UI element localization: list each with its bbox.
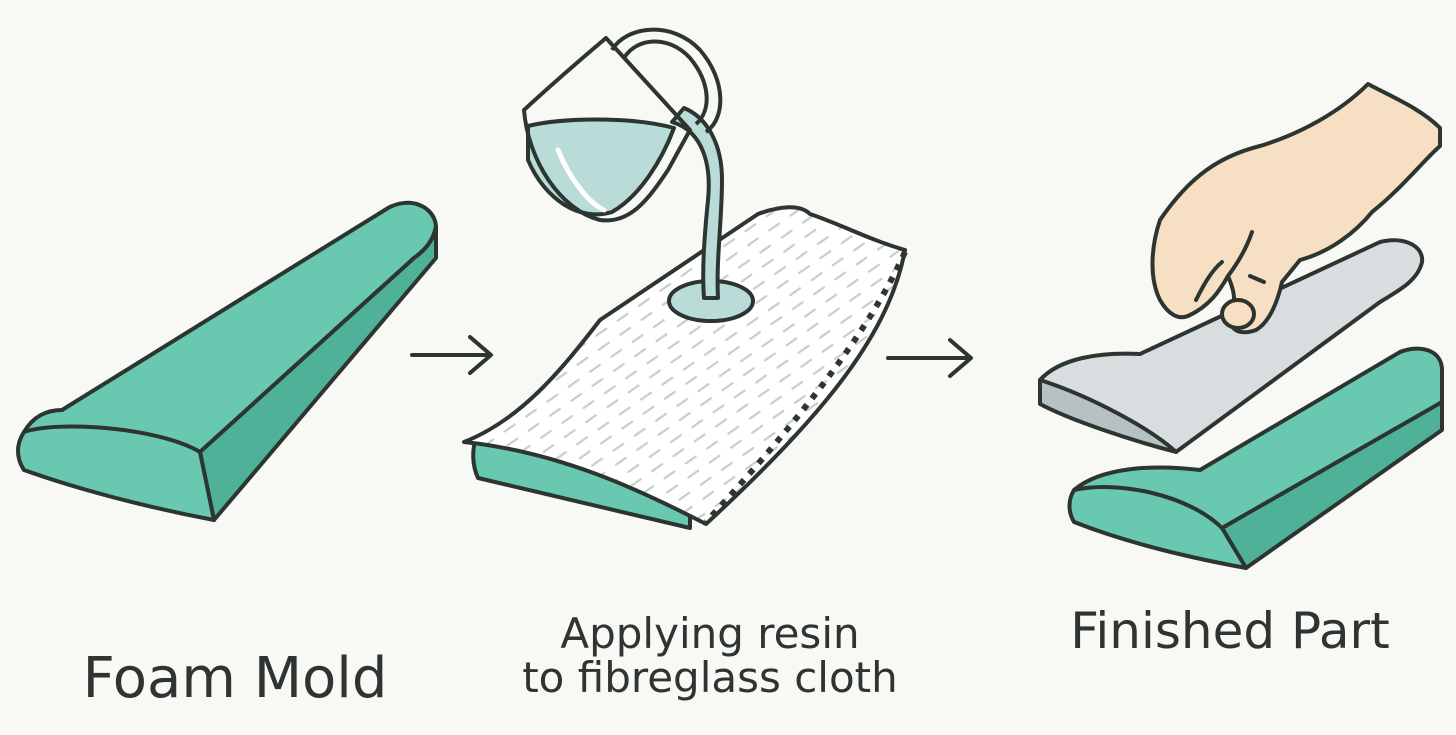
finished-part [1038, 238, 1425, 454]
foam-mold-base [1067, 346, 1444, 570]
hand-icon [1150, 82, 1442, 335]
foam-mold [16, 200, 438, 522]
step-caption-foam-mold: Foam Mold [82, 646, 388, 711]
mold-with-cloth [462, 205, 908, 530]
right-arrow-icon [410, 335, 493, 375]
caption-line-2: to fibreglass cloth [522, 653, 898, 703]
measuring-jug-icon [522, 27, 723, 223]
resin-stream [670, 106, 724, 300]
right-arrow-icon [886, 338, 973, 378]
step-caption-applying-resin: Applying resin to fibreglass cloth [470, 609, 950, 703]
fibreglass-cloth [462, 205, 907, 526]
caption-line-1: Applying resin [560, 609, 860, 658]
step-caption-finished-part: Finished Part [1070, 602, 1390, 660]
